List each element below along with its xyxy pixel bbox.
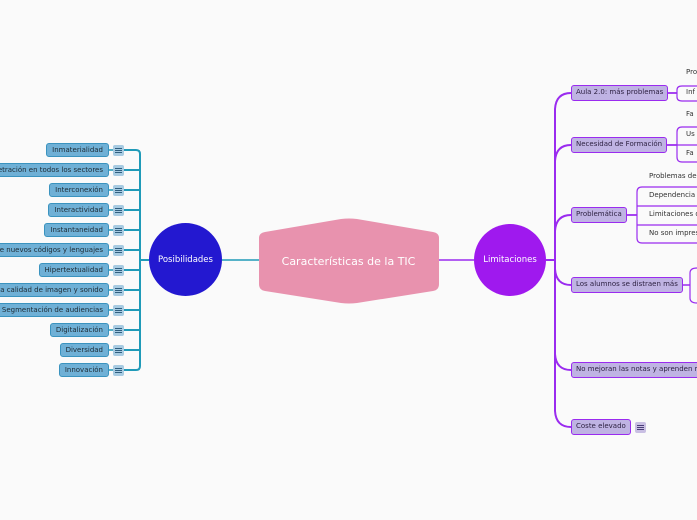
posibilidad-item[interactable]: Inmaterialidad bbox=[46, 143, 109, 157]
link-limitacion-item bbox=[554, 144, 572, 162]
notes-icon[interactable] bbox=[113, 305, 124, 316]
limitacion-item[interactable]: No mejoran las notas y aprenden m bbox=[571, 362, 697, 378]
limitacion-subitem[interactable]: Fa bbox=[686, 110, 694, 118]
posibilidades-node[interactable]: Posibilidades bbox=[149, 223, 222, 296]
link-limitacion-item bbox=[554, 214, 572, 232]
posibilidad-item[interactable]: Instantaneidad bbox=[44, 223, 109, 237]
notes-icon[interactable] bbox=[113, 265, 124, 276]
limitacion-subitem[interactable]: Pro bbox=[686, 68, 697, 76]
limitacion-subitem[interactable]: Limitaciones d bbox=[649, 210, 697, 218]
notes-icon[interactable] bbox=[113, 185, 124, 196]
notes-icon[interactable] bbox=[113, 225, 124, 236]
notes-icon[interactable] bbox=[113, 145, 124, 156]
posibilidad-item[interactable]: Interactividad bbox=[48, 203, 109, 217]
link-limitacion-item bbox=[554, 410, 572, 428]
link-limitacion-item bbox=[554, 353, 572, 371]
central-topic[interactable]: Características de la TIC bbox=[257, 218, 440, 304]
notes-icon[interactable] bbox=[113, 345, 124, 356]
limitaciones-label: Limitaciones bbox=[483, 255, 537, 265]
limitacion-subitem[interactable]: Problemas de bbox=[649, 172, 697, 180]
posibilidad-item[interactable]: Innovación bbox=[58, 363, 109, 377]
limitacion-item[interactable]: Aula 2.0: más problemas bbox=[571, 85, 669, 101]
notes-icon[interactable] bbox=[113, 285, 124, 296]
notes-icon[interactable] bbox=[113, 245, 124, 256]
central-topic-label: Características de la TIC bbox=[281, 254, 416, 268]
notes-icon[interactable] bbox=[113, 205, 124, 216]
limitacion-subitem[interactable]: No son impres bbox=[649, 229, 697, 237]
central-topic-shape bbox=[259, 218, 439, 304]
limitaciones-node[interactable]: Limitaciones bbox=[474, 224, 546, 296]
posibilidad-item[interactable]: Alta calidad de imagen y sonido bbox=[0, 283, 109, 297]
link-posibilidad-item bbox=[124, 365, 141, 371]
posibilidad-item[interactable]: Creación de nuevos códigos y lenguajes bbox=[0, 243, 109, 257]
limitacion-item[interactable]: Los alumnos se distraen más bbox=[571, 277, 683, 293]
posibilidad-item[interactable]: Hipertextualidad bbox=[38, 263, 109, 277]
limitacion-subitem[interactable]: Fa bbox=[686, 149, 694, 157]
posibilidad-item[interactable]: Interconexión bbox=[49, 183, 109, 197]
limitacion-item[interactable]: Necesidad de Formación bbox=[571, 137, 668, 153]
limitacion-subitem[interactable]: Inf bbox=[686, 88, 695, 96]
limitacion-item[interactable]: Problemática bbox=[571, 207, 627, 223]
notes-icon[interactable] bbox=[635, 422, 646, 433]
posibilidad-item[interactable]: Digitalización bbox=[49, 323, 109, 337]
limitacion-subitem[interactable]: Dependencia d bbox=[649, 191, 697, 199]
posibilidad-item[interactable]: Penetración en todos los sectores bbox=[0, 163, 109, 177]
limitacion-subitem[interactable]: Us bbox=[686, 130, 695, 138]
notes-icon[interactable] bbox=[113, 165, 124, 176]
posibilidades-label: Posibilidades bbox=[158, 254, 213, 265]
link-limitacion-item bbox=[554, 268, 572, 286]
posibilidad-item[interactable]: Segmentación de audiencias bbox=[0, 303, 109, 317]
notes-icon[interactable] bbox=[113, 365, 124, 376]
link-posibilidad-item bbox=[124, 149, 141, 155]
limitacion-item[interactable]: Coste elevado bbox=[571, 419, 631, 435]
notes-icon[interactable] bbox=[113, 325, 124, 336]
subitem-bracket bbox=[689, 267, 697, 304]
posibilidad-item[interactable]: Diversidad bbox=[59, 343, 109, 357]
link-limitacion-item bbox=[554, 92, 572, 110]
